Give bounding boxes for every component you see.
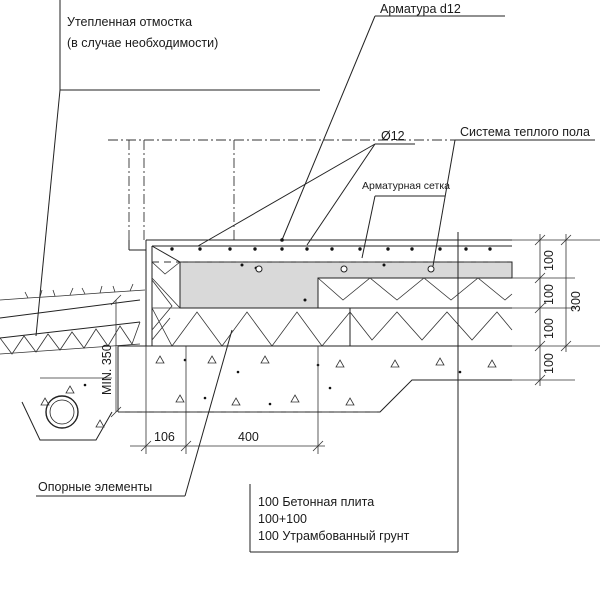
- rebar-d12-leader: [280, 15, 505, 242]
- dim-right-100-d: 100: [542, 353, 556, 374]
- dim-min-350: MIN. 350: [100, 344, 114, 395]
- support-elements-leader: [36, 329, 233, 497]
- bottom-dimensions: [130, 346, 325, 454]
- layers-leader: [249, 232, 459, 553]
- support-elements-label: Опорные элементы: [38, 480, 152, 494]
- heating-pipes: [255, 265, 435, 273]
- dim-right-100-a: 100: [542, 250, 556, 271]
- layer-line-3: 100 Утрамбованный грунт: [258, 529, 410, 543]
- dim-106: 106: [154, 430, 175, 444]
- underfloor-heating-label: Система теплого пола: [460, 125, 590, 139]
- drain-pipe: [45, 395, 79, 429]
- layer-line-2: 100+100: [258, 512, 307, 526]
- dim-right-300: 300: [569, 291, 583, 312]
- insulation-layer: [151, 261, 513, 347]
- dim-right-100-c: 100: [542, 318, 556, 339]
- blind-area-label-frame: [35, 0, 320, 337]
- phi12-leader: [197, 143, 415, 247]
- min-350-dimension: [110, 294, 122, 418]
- compacted-soil: [21, 345, 512, 441]
- phi12-label: Ø12: [381, 129, 405, 143]
- insulated-blind-area-label: Утепленная отмостка: [67, 15, 192, 29]
- rebar-d12-label: Арматура d12: [380, 2, 461, 16]
- underfloor-heating-leader: [432, 139, 595, 267]
- concrete-slab: [145, 239, 513, 347]
- dim-400: 400: [238, 430, 259, 444]
- ground-surface: [0, 283, 146, 355]
- rebar-mesh-leader: [361, 195, 445, 259]
- right-dimensions: [512, 234, 600, 386]
- wall-outline: [108, 139, 512, 251]
- layer-line-1: 100 Бетонная плита: [258, 495, 374, 509]
- insulated-blind-area-note: (в случае необходимости): [67, 36, 218, 50]
- dim-right-100-b: 100: [542, 284, 556, 305]
- rebar-mesh-label: Арматурная сетка: [362, 180, 450, 192]
